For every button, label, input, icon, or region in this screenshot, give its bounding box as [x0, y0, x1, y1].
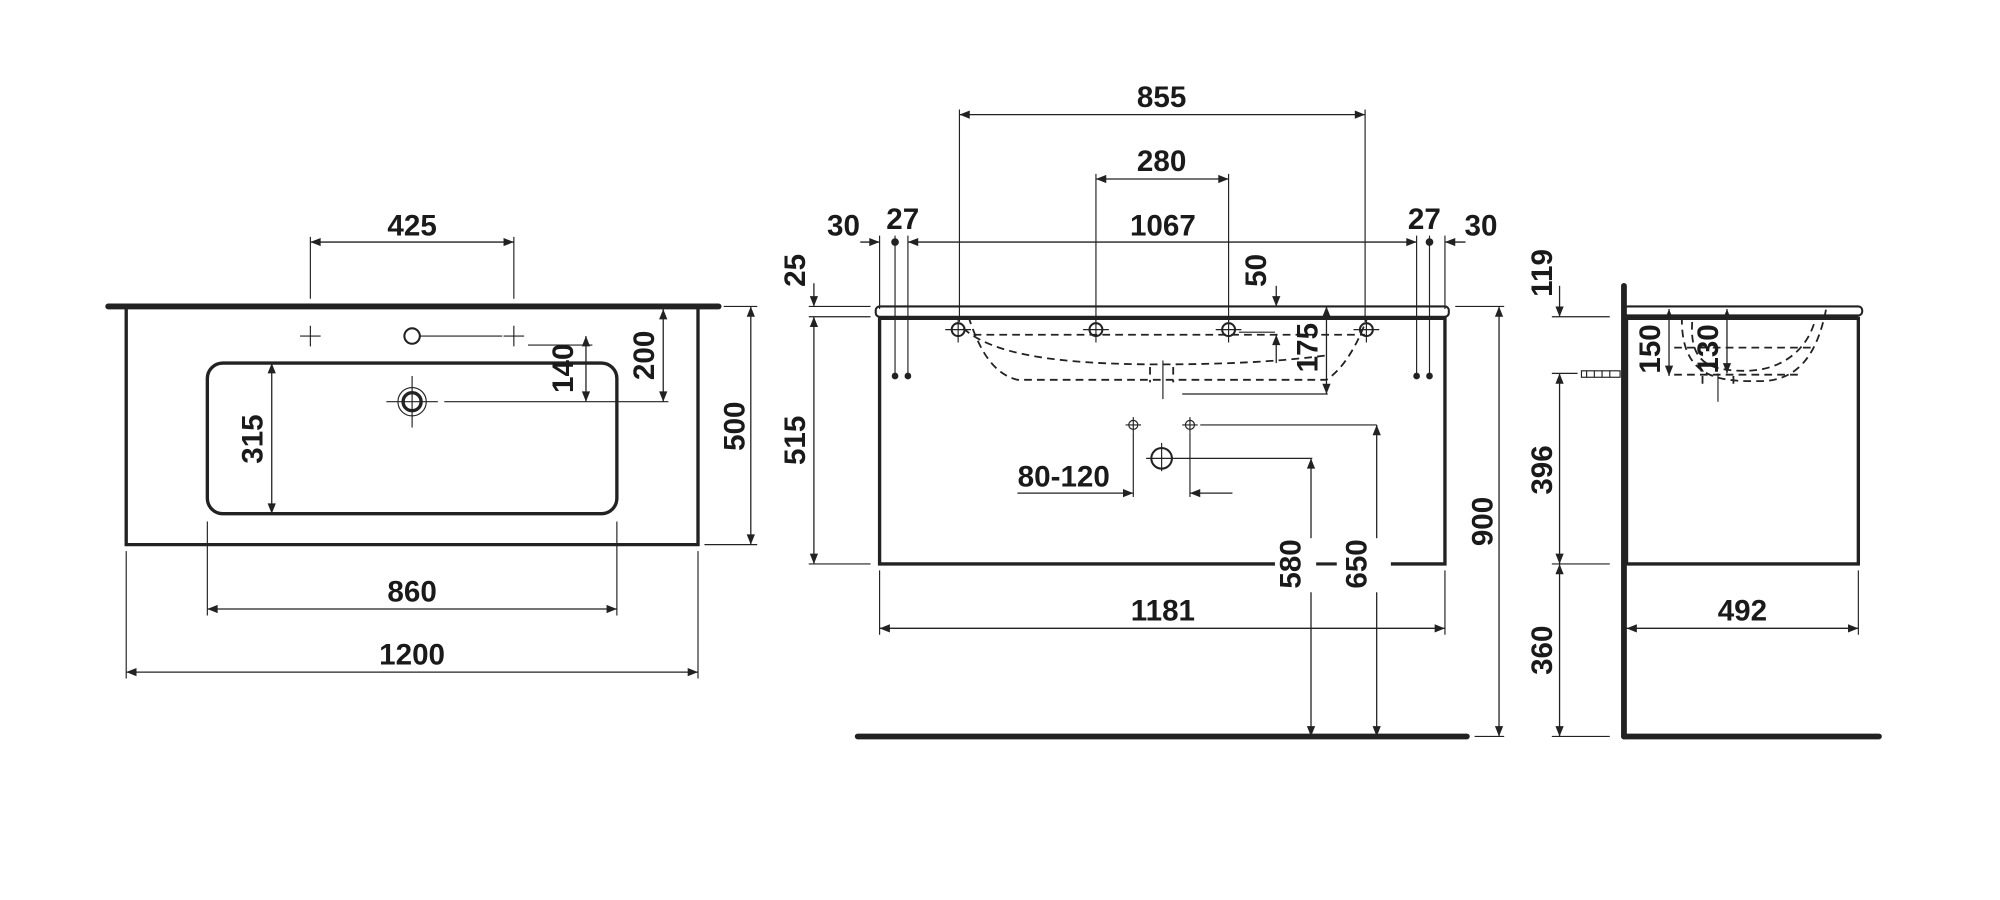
- dim-basin-depth-b: 130: [1692, 324, 1725, 373]
- dim-wall-to-drain: 200: [628, 331, 661, 380]
- dim-floor-clearance: 360: [1526, 626, 1559, 675]
- dim-bracket-outer: 855: [1137, 81, 1186, 114]
- dim-total-height: 900: [1467, 497, 1500, 546]
- dim-tap-to-drain: 140: [547, 344, 580, 393]
- dim-left-offset: 30: [827, 210, 860, 243]
- dim-tap-spacing: 425: [387, 210, 436, 243]
- plan-view: 425 140 200 500 315 860 1200: [105, 210, 758, 679]
- dim-top-offset: 119: [1526, 249, 1559, 297]
- washbasin-outline: [124, 309, 700, 547]
- tap-hole-icon: [403, 327, 421, 345]
- dim-cabinet-depth: 492: [1718, 595, 1767, 628]
- bowl-outline: [205, 361, 619, 516]
- dim-bowl-width: 860: [387, 575, 436, 608]
- dim-depth: 500: [718, 401, 751, 450]
- trap-connector-icon: [1551, 370, 1621, 378]
- dim-body-height: 396: [1526, 445, 1559, 494]
- drain-icon: [386, 375, 669, 428]
- side-view: 119 396 360 150 130 492: [1526, 249, 1882, 740]
- dim-bowl-depth: 315: [237, 414, 270, 463]
- dim-top-thickness: 25: [779, 254, 812, 287]
- dim-inner-width: 1067: [1130, 210, 1196, 243]
- supply-connections: [1125, 417, 1377, 497]
- basin-hidden-outline-side: [1681, 308, 1828, 383]
- dim-drain-offset: 50: [1240, 254, 1273, 287]
- dim-basin-depth: 175: [1291, 323, 1324, 372]
- tap-hole-marks: [300, 325, 525, 347]
- washbasin-top: [874, 305, 1450, 318]
- dim-total-width: 1200: [379, 638, 445, 671]
- dim-drain-height: 580: [1275, 539, 1308, 588]
- dim-right-offset: 30: [1465, 210, 1498, 243]
- cabinet-outline: [877, 316, 1447, 566]
- front-view: 855 280 30 27 1067 27 30 25 515 50 175: [779, 81, 1505, 740]
- washbasin-top-side: [1622, 305, 1864, 317]
- dim-right-gap: 27: [1408, 203, 1441, 236]
- dim-supply-height: 650: [1340, 539, 1373, 588]
- dim-bracket-inner: 280: [1137, 145, 1186, 178]
- basin-hidden-outline: [967, 316, 1369, 381]
- dim-cabinet-height: 515: [779, 416, 812, 465]
- dim-left-gap: 27: [886, 203, 919, 236]
- dim-basin-depth-a: 150: [1634, 324, 1667, 373]
- dim-supply-spacing: 80-120: [1018, 461, 1110, 494]
- dim-cabinet-width: 1181: [1131, 595, 1195, 628]
